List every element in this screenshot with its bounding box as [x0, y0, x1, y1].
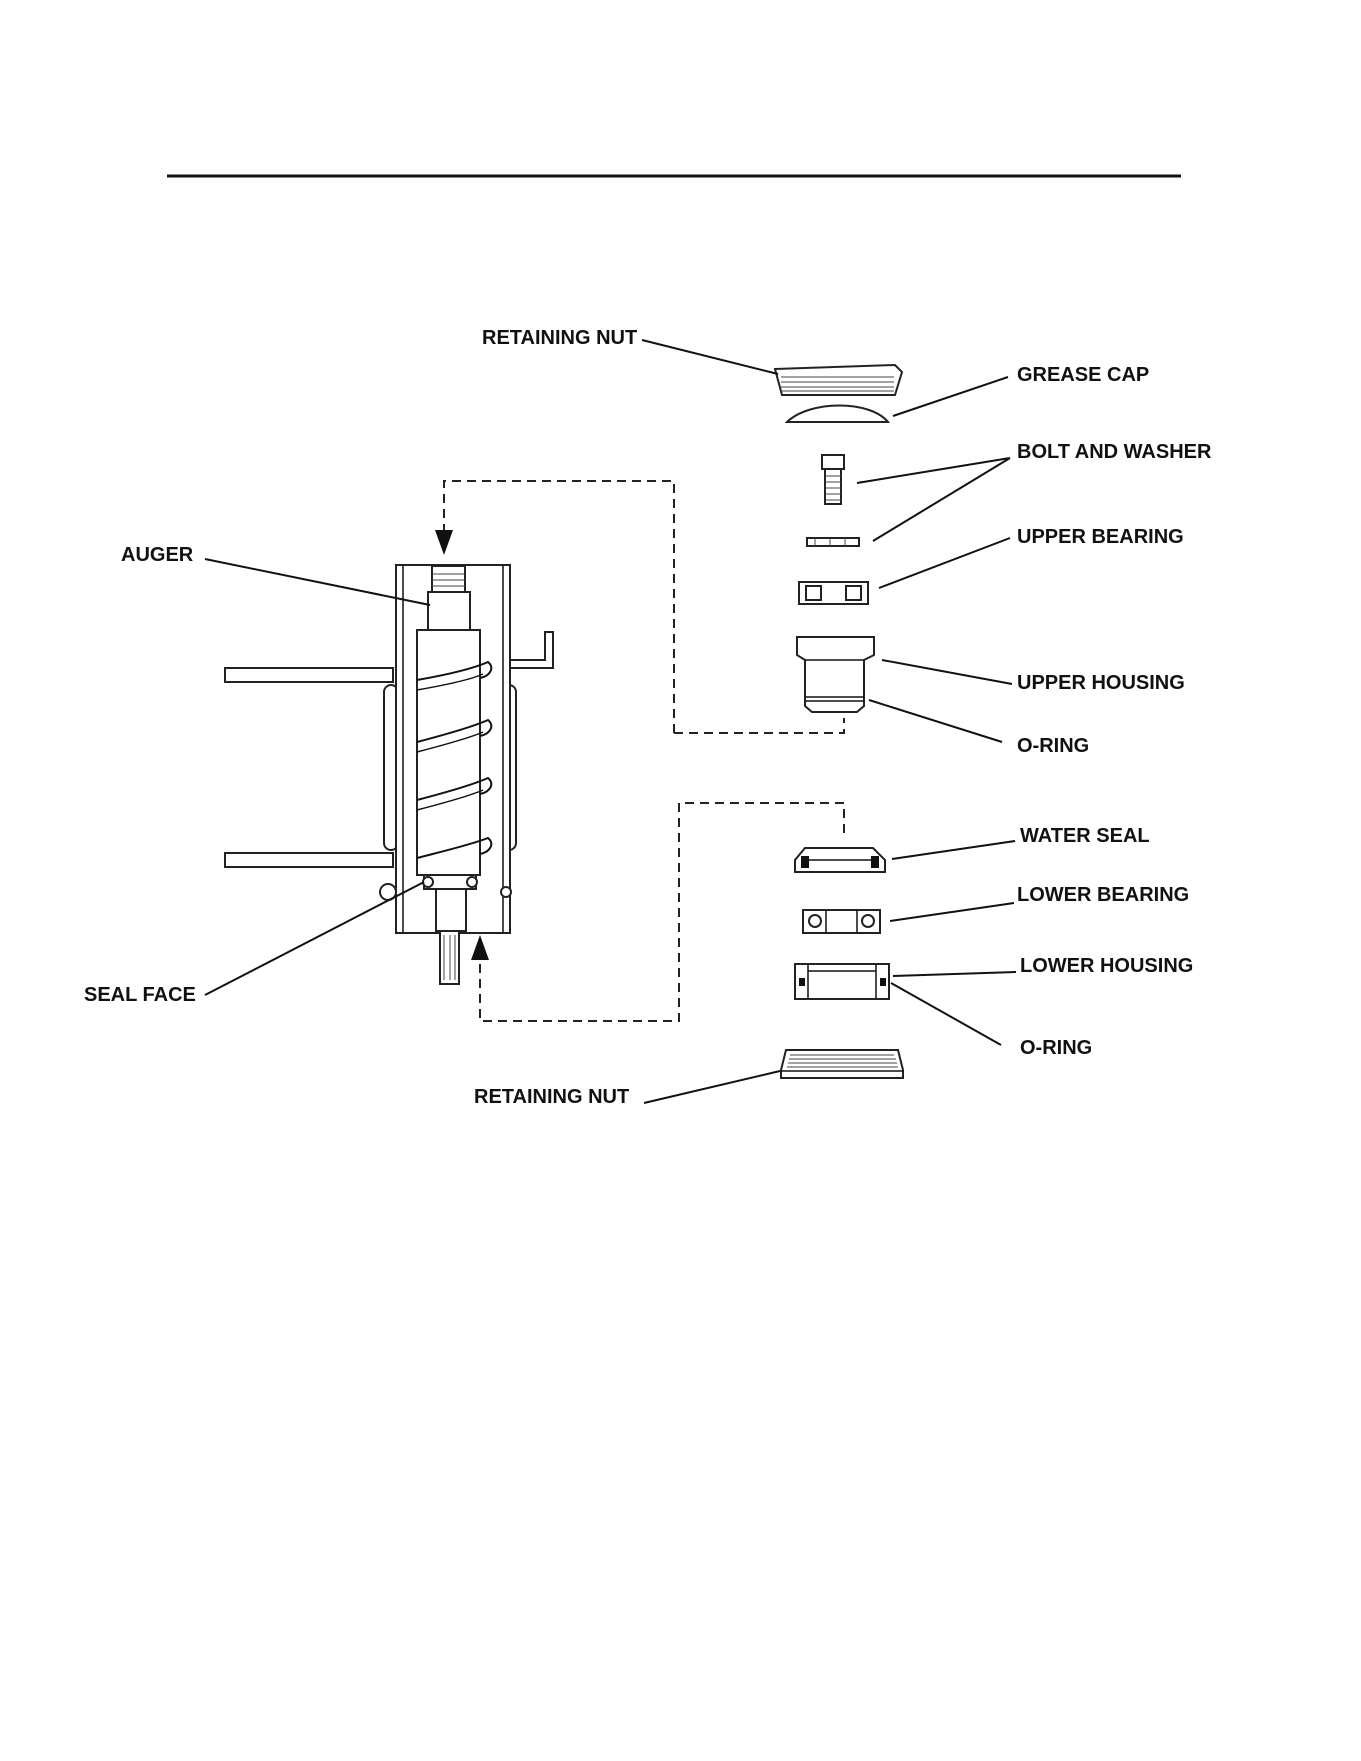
lower-dashed-path [480, 803, 844, 1021]
upper-side-tube [225, 668, 393, 682]
grease-cap-part [787, 406, 888, 423]
o-ring-upper-label: O-RING [1017, 735, 1089, 757]
outlet-pipe [505, 632, 553, 668]
upper-bearing-label: UPPER BEARING [1017, 526, 1184, 548]
leader-lines [205, 340, 1016, 1103]
lower-bearing-label: LOWER BEARING [1017, 884, 1189, 906]
lower-housing-part [795, 964, 889, 999]
retaining-nut-bottom-label: RETAINING NUT [474, 1086, 629, 1108]
water-seal-label: WATER SEAL [1020, 825, 1150, 847]
up-arrow [471, 935, 489, 960]
seal-face-label: SEAL FACE [84, 984, 196, 1006]
o-ring-lower-label: O-RING [1020, 1037, 1092, 1059]
down-arrow [435, 530, 453, 555]
auger-top-stub [432, 566, 465, 592]
grease-cap-label: GREASE CAP [1017, 364, 1149, 386]
bolt-part [822, 455, 844, 504]
lower-housing-label: LOWER HOUSING [1020, 955, 1193, 977]
retaining-nut-top-label: RETAINING NUT [482, 327, 637, 349]
retaining-nut-top-part [775, 365, 902, 395]
upper-housing-part [797, 637, 874, 712]
right-tab [501, 887, 511, 897]
retaining-nut-bottom-part [781, 1050, 903, 1078]
lower-side-tube [225, 853, 393, 867]
auger-body [417, 630, 480, 875]
upper-housing-label: UPPER HOUSING [1017, 672, 1185, 694]
water-seal-part [795, 848, 885, 872]
upper-bearing-part [799, 582, 868, 604]
bolt-and-washer-label: BOLT AND WASHER [1017, 441, 1212, 463]
lower-bearing-part [803, 910, 880, 933]
evaporator-assembly [225, 565, 553, 984]
auger-lower-shaft [436, 889, 466, 931]
auger-upper-shaft [428, 592, 470, 630]
auger-label: AUGER [121, 544, 194, 566]
